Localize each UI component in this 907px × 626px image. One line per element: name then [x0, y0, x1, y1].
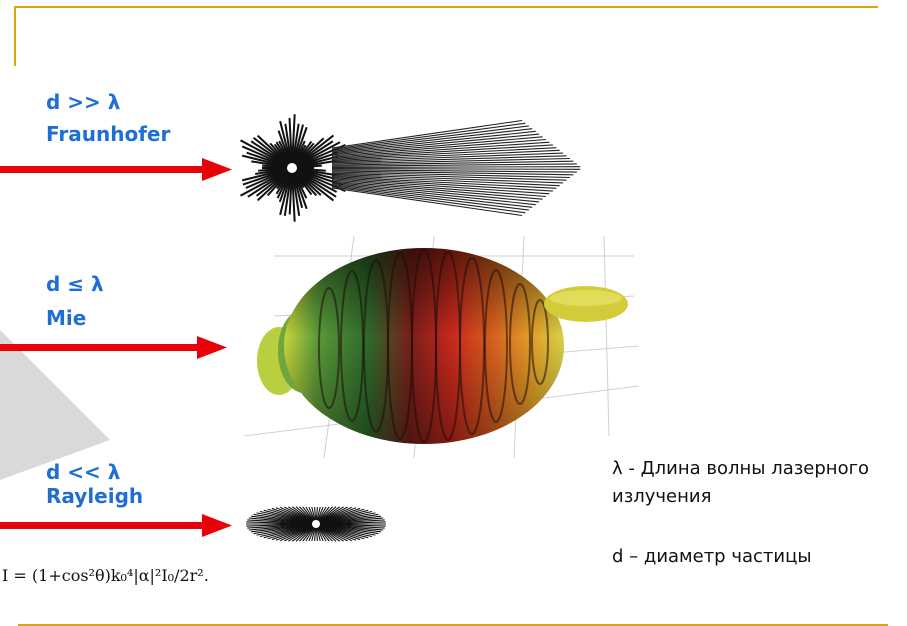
left-rule	[14, 6, 16, 66]
rayleigh-intensity-formula: I = (1+cos²θ)k₀⁴|α|²I₀/2r².	[2, 566, 209, 585]
bottom-rule	[18, 624, 888, 626]
mie-scattering-pattern	[243, 235, 640, 459]
legend-lambda-line2: излучения	[612, 486, 712, 507]
mie-condition: d ≤ λ	[46, 272, 104, 296]
rayleigh-name: Rayleigh	[46, 484, 144, 508]
fraunhofer-scattering-pattern	[240, 114, 581, 222]
top-rule	[14, 6, 878, 8]
legend: λ - Длина волны лазерного излучения d – …	[612, 456, 869, 570]
legend-lambda-line1: λ - Длина волны лазерного	[612, 458, 870, 479]
regime-mie: d ≤ λ Mie	[46, 272, 104, 330]
arrow-rayleigh-icon	[0, 514, 232, 537]
regime-rayleigh: d << λ Rayleigh	[46, 460, 143, 508]
rayleigh-scattering-pattern	[246, 506, 386, 542]
legend-d-line: d – диаметр частицы	[612, 546, 812, 567]
rayleigh-condition: d << λ	[46, 460, 121, 484]
arrow-mie-icon	[0, 336, 227, 359]
fraunhofer-condition: d >> λ	[46, 90, 121, 114]
mie-name: Mie	[46, 306, 87, 330]
arrow-fraunhofer-icon	[0, 158, 232, 181]
fraunhofer-name: Fraunhofer	[46, 122, 171, 146]
background-wedge	[0, 330, 110, 480]
regime-fraunhofer: d >> λ Fraunhofer	[46, 90, 170, 146]
